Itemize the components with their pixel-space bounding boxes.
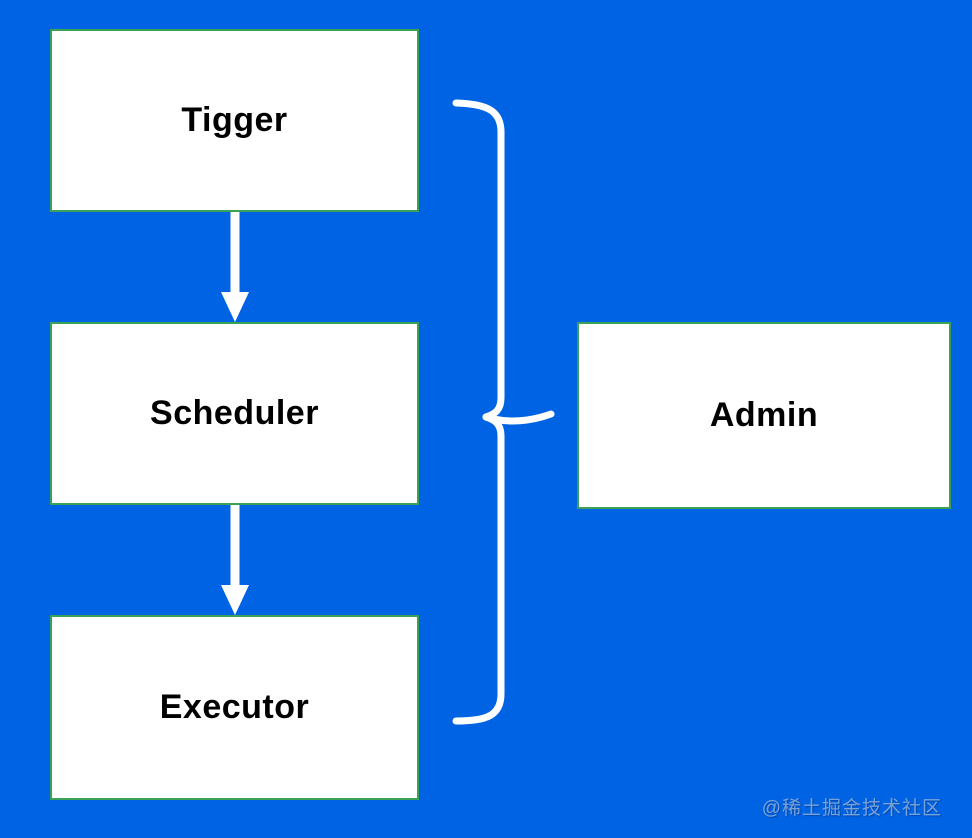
node-admin-label: Admin [709, 396, 819, 434]
node-scheduler-box: Scheduler [50, 322, 419, 505]
arrow-scheduler-to-executor [221, 505, 249, 615]
node-admin-box: Admin [577, 322, 951, 509]
arrow-tigger-to-scheduler [221, 212, 249, 322]
node-tigger-label: Tigger [181, 101, 288, 139]
brace-group-to-admin [452, 99, 555, 725]
node-scheduler-label: Scheduler [150, 394, 319, 432]
node-executor-label: Executor [159, 688, 310, 726]
node-tigger-box: Tigger [50, 29, 419, 212]
node-executor-box: Executor [50, 615, 419, 800]
watermark: @稀土掘金技术社区 [761, 798, 942, 819]
